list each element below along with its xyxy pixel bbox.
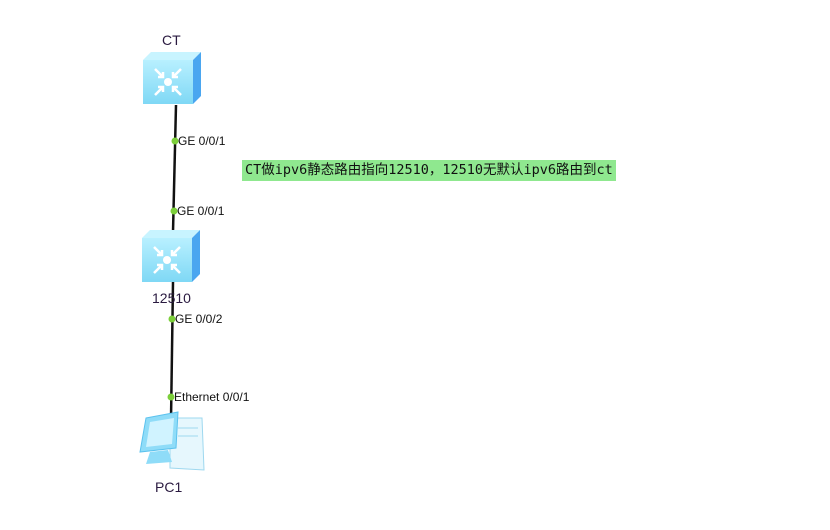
port-dot <box>170 207 178 215</box>
device-label-pc1: PC1 <box>155 479 183 495</box>
port-label-ct: GE 0/0/1 <box>178 134 226 148</box>
port-label-12510-down: GE 0/0/2 <box>175 312 223 326</box>
port-label-12510-up: GE 0/0/1 <box>177 204 225 218</box>
port-label-pc1: Ethernet 0/0/1 <box>174 390 250 404</box>
port-dot <box>167 393 175 401</box>
switch-ct-icon[interactable] <box>141 50 203 106</box>
device-label-ct: CT <box>162 32 181 48</box>
switch-12510-icon[interactable] <box>140 228 202 284</box>
port-dot <box>168 315 176 323</box>
annotation-note[interactable]: CT做ipv6静态路由指向12510，12510无默认ipv6路由到ct <box>242 160 616 181</box>
device-label-12510: 12510 <box>152 290 191 306</box>
port-dot <box>171 137 179 145</box>
pc1-icon[interactable] <box>139 411 205 471</box>
